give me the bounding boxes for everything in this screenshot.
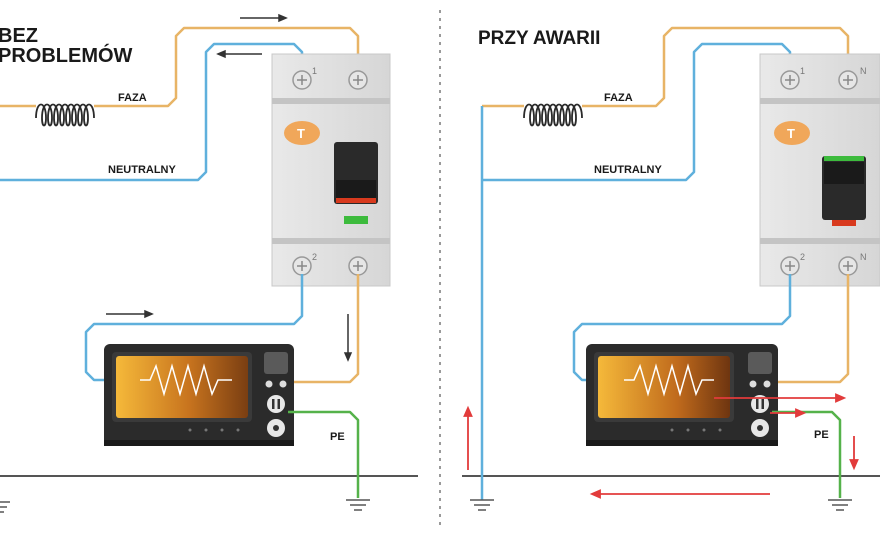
left-terminal-1-label: 1 [312,66,317,76]
right-terminal-2-label: 2 [800,252,805,262]
left-neutral-wire [0,42,304,182]
right-test-button[interactable] [774,121,810,145]
right-terminal-n2-label: N [860,252,867,262]
right-test-button-label: T [787,126,795,141]
left-edge-ground-icon [0,501,10,513]
right-label-pe: PE [814,429,829,441]
left-label-pe: PE [330,431,345,443]
left-breaker: 1 T 2 [271,53,391,287]
right-fault-arrow-up-icon [463,405,473,470]
left-test-button-label: T [297,126,305,141]
right-phase-wire-2 [582,26,850,108]
right-oven [586,344,778,446]
left-coil-icon [35,103,95,127]
left-arrow-phase-down-icon [343,314,353,362]
left-label-phase: FAZA [118,92,147,104]
left-heating-element-icon [140,363,232,397]
left-title-line1: BEZ [0,25,38,47]
right-neutral-ground-icon [470,499,494,511]
left-status-indicator [344,216,368,224]
right-heating-element-icon [624,363,714,397]
left-pe-wire [288,410,360,498]
left-label-neutral: NEUTRALNY [108,164,176,176]
right-oven-window [598,356,730,418]
right-fault-arrow-leak-icon [714,393,847,403]
right-breaker: 1 N T 2 N [759,53,880,287]
right-neutral-wire [482,42,792,182]
left-neutral-load-wire [84,274,304,382]
right-neutral-load-wire [572,274,792,382]
left-arrow-phase-in-icon [240,13,288,23]
right-fault-arrow-down-icon [849,436,859,471]
left-pe-ground-icon [346,499,370,511]
right-lever-handle[interactable] [824,162,864,184]
right-label-phase: FAZA [604,92,633,104]
right-pe-ground-icon [828,499,852,511]
right-terminal-n-label: N [860,66,867,76]
left-title-line2: PROBLEMÓW [0,43,133,67]
left-test-button[interactable] [284,121,320,145]
right-pe-wire [772,410,842,498]
right-label-neutral: NEUTRALNY [594,164,662,176]
left-arrow-neutral-out-icon [216,49,262,59]
right-title: PRZY AWARII [478,28,600,49]
left-panel: BEZ PROBLEMÓW FAZA NEUTRALNY [0,13,418,513]
left-oven-pause-icon[interactable] [267,395,285,413]
right-panel: PRZY AWARII FAZA NEUTRALNY 1 N T [462,26,880,511]
right-status-indicator [832,220,856,226]
right-fault-arrow-leak2-icon [770,408,807,418]
left-terminal-2-label: 2 [312,252,317,262]
right-oven-pause-icon[interactable] [751,395,769,413]
left-lever-handle[interactable] [336,180,376,200]
left-phase-wire-2 [94,26,360,108]
right-terminal-1-label: 1 [800,66,805,76]
left-oven [104,344,294,446]
left-arrow-neutral-load-icon [106,309,154,319]
right-coil-icon [523,103,583,127]
right-fault-arrow-return-icon [589,489,770,499]
